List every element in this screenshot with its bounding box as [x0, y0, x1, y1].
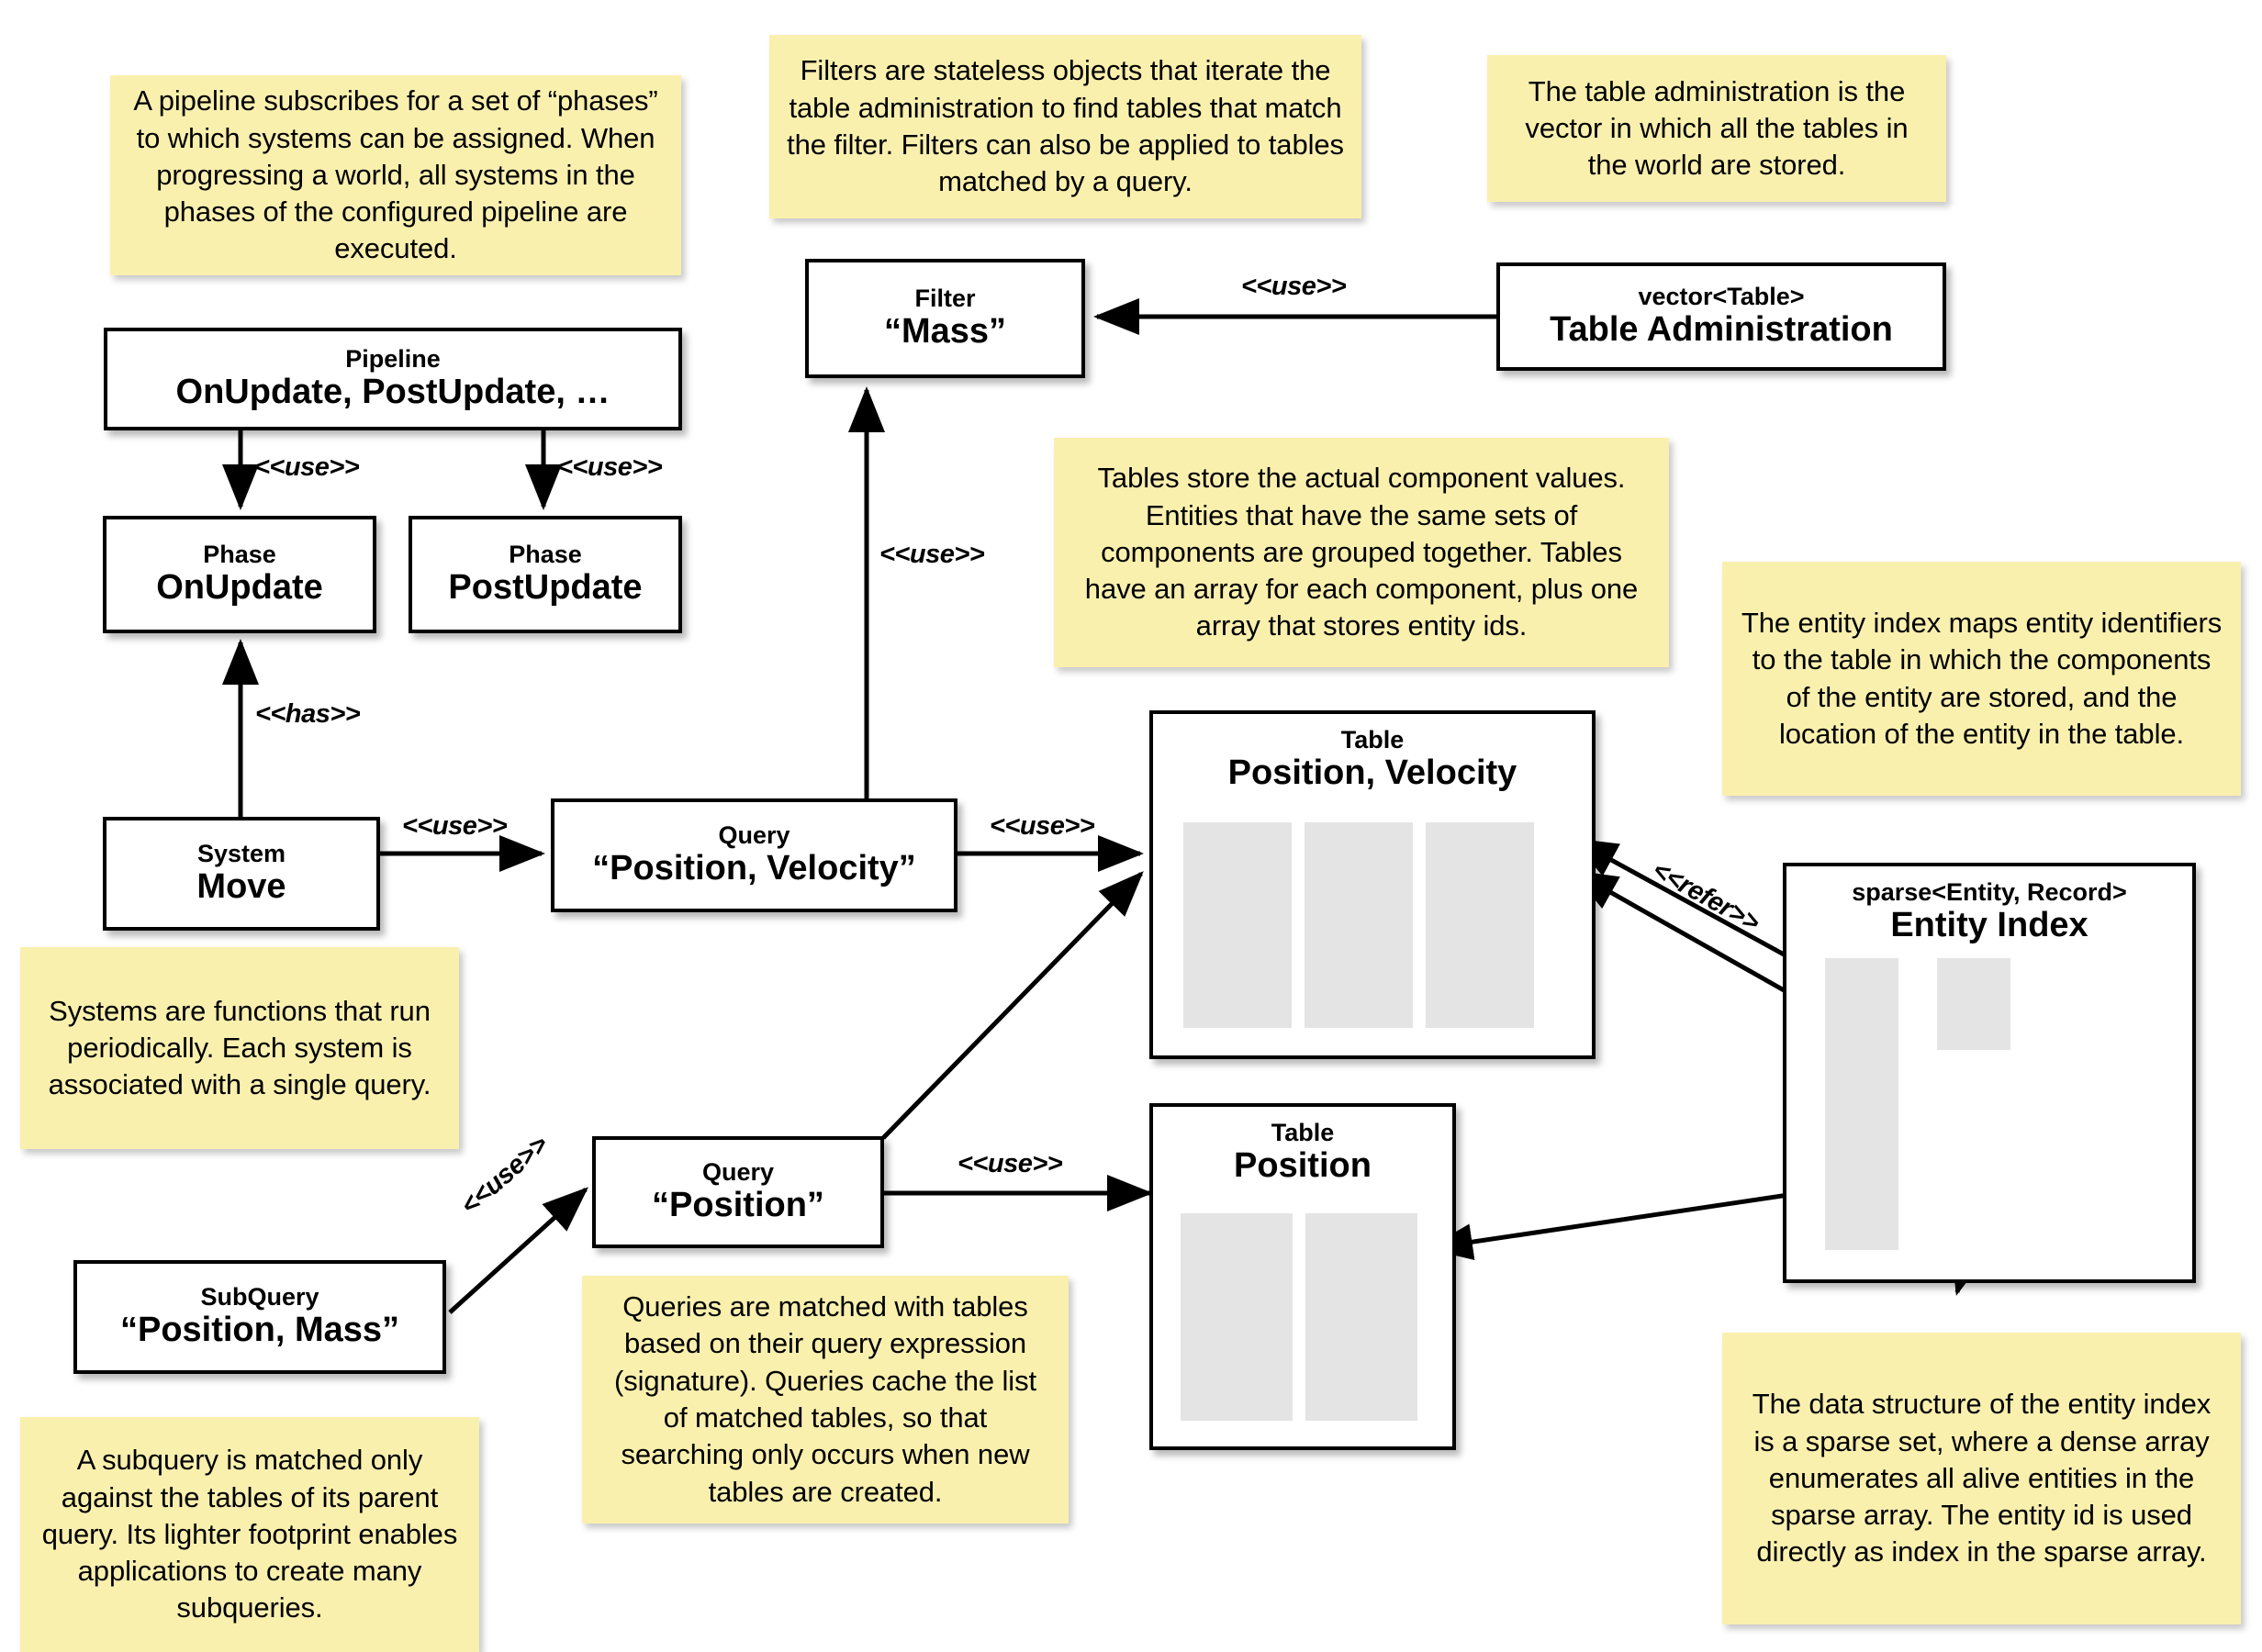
- box-table-administration-title: Table Administration: [1550, 310, 1893, 350]
- box-table-position-stereotype: Table: [1271, 1119, 1335, 1146]
- edge-querypos-to-table-posvel: [881, 871, 1144, 1140]
- box-table-position-title: Position: [1234, 1146, 1372, 1186]
- note-filter: Filters are stateless objects that itera…: [769, 35, 1361, 218]
- box-table-administration[interactable]: vector<Table> Table Administration: [1496, 262, 1946, 371]
- note-table-admin-text: The table administration is the vector i…: [1525, 74, 1909, 182]
- note-systems: Systems are functions that run periodica…: [20, 947, 459, 1149]
- box-phase-onupdate-title: OnUpdate: [156, 568, 323, 608]
- table-position-columns: [1181, 1213, 1427, 1421]
- box-query-position-velocity[interactable]: Query “Position, Velocity”: [551, 798, 957, 912]
- note-subquery: A subquery is matched only against the t…: [20, 1417, 479, 1652]
- note-entity-index-maps: The entity index maps entity identifiers…: [1722, 562, 2241, 796]
- edge-index-to-table-pos: [1427, 1186, 1832, 1261]
- edge-label-use-admin-filter: <<use>>: [1241, 272, 1347, 301]
- table-column-array: [1183, 822, 1292, 1028]
- box-subquery-stereotype: SubQuery: [200, 1283, 319, 1312]
- box-pipeline-stereotype: Pipeline: [345, 345, 441, 374]
- box-entity-index-stereotype: sparse<Entity, Record>: [1852, 878, 2127, 906]
- box-table-position-velocity-stereotype: Table: [1340, 726, 1405, 753]
- box-subquery-title: “Position, Mass”: [119, 1311, 400, 1350]
- table-column-array: [1305, 822, 1413, 1028]
- box-table-administration-stereotype: vector<Table>: [1638, 283, 1805, 311]
- box-query-position[interactable]: Query “Position”: [592, 1136, 884, 1248]
- note-tables: Tables store the actual component values…: [1054, 438, 1669, 667]
- box-entity-index[interactable]: sparse<Entity, Record> Entity Index: [1783, 863, 2196, 1283]
- note-systems-text: Systems are functions that run periodica…: [48, 994, 431, 1101]
- box-table-position[interactable]: Table Position: [1149, 1103, 1456, 1450]
- note-pipeline-text: A pipeline subscribes for a set of “phas…: [133, 84, 658, 265]
- note-queries: Queries are matched with tables based on…: [582, 1276, 1069, 1524]
- box-pipeline[interactable]: Pipeline OnUpdate, PostUpdate, …: [104, 328, 682, 430]
- edge-label-use-pipeline-onupdate: <<use>>: [254, 452, 360, 482]
- note-filter-text: Filters are stateless objects that itera…: [787, 54, 1344, 198]
- table-column-array: [1181, 1213, 1293, 1421]
- note-queries-text: Queries are matched with tables based on…: [614, 1290, 1036, 1508]
- edge-label-has-system-phase: <<has>>: [255, 699, 361, 729]
- note-tables-text: Tables store the actual component values…: [1084, 462, 1639, 642]
- box-table-position-velocity[interactable]: Table Position, Velocity: [1149, 710, 1596, 1059]
- box-filter-mass[interactable]: Filter “Mass”: [805, 259, 1085, 378]
- box-phase-onupdate[interactable]: Phase OnUpdate: [103, 516, 376, 633]
- box-phase-postupdate-title: PostUpdate: [448, 568, 643, 608]
- box-system-move[interactable]: System Move: [103, 817, 380, 931]
- edge-label-use-subquery-querypos: <<use>>: [455, 1130, 554, 1222]
- edge-label-refer-index-table: <<refer>>: [1647, 855, 1764, 938]
- table-position-velocity-columns: [1183, 822, 1567, 1028]
- edge-label-use-query-filter: <<use>>: [879, 540, 985, 569]
- box-pipeline-title: OnUpdate, PostUpdate, …: [175, 373, 610, 412]
- note-pipeline: A pipeline subscribes for a set of “phas…: [110, 75, 681, 275]
- edge-label-use-pipeline-postupdate: <<use>>: [557, 452, 663, 482]
- table-column-array: [1426, 822, 1534, 1028]
- note-entity-index-sparse-text: The data structure of the entity index i…: [1752, 1388, 2212, 1568]
- table-column-array: [1305, 1213, 1417, 1421]
- note-subquery-text: A subquery is matched only against the t…: [41, 1444, 458, 1624]
- box-query-position-velocity-title: “Position, Velocity”: [592, 849, 916, 888]
- box-query-position-velocity-stereotype: Query: [718, 821, 790, 850]
- box-phase-postupdate-stereotype: Phase: [509, 541, 582, 569]
- edge-label-use-system-query: <<use>>: [402, 811, 508, 841]
- box-query-position-title: “Position”: [652, 1186, 824, 1225]
- box-query-position-stereotype: Query: [701, 1158, 775, 1187]
- edge-label-use-querypos-table: <<use>>: [957, 1149, 1063, 1178]
- box-phase-onupdate-stereotype: Phase: [203, 541, 276, 569]
- box-subquery-position-mass[interactable]: SubQuery “Position, Mass”: [73, 1260, 446, 1374]
- box-phase-postupdate[interactable]: Phase PostUpdate: [409, 516, 682, 633]
- box-system-move-title: Move: [196, 867, 286, 907]
- note-entity-index-maps-text: The entity index maps entity identifiers…: [1741, 606, 2223, 750]
- box-filter-mass-stereotype: Filter: [914, 285, 976, 313]
- box-table-position-velocity-title: Position, Velocity: [1227, 753, 1517, 793]
- note-entity-index-sparse: The data structure of the entity index i…: [1722, 1333, 2241, 1624]
- box-filter-mass-title: “Mass”: [883, 312, 1007, 352]
- box-system-move-stereotype: System: [196, 840, 286, 868]
- sparse-array: [1825, 958, 1898, 1250]
- dense-array: [1937, 958, 2010, 1050]
- note-table-admin: The table administration is the vector i…: [1487, 55, 1946, 202]
- edge-label-use-queryposvel-table: <<use>>: [990, 811, 1095, 841]
- box-entity-index-title: Entity Index: [1890, 906, 2088, 945]
